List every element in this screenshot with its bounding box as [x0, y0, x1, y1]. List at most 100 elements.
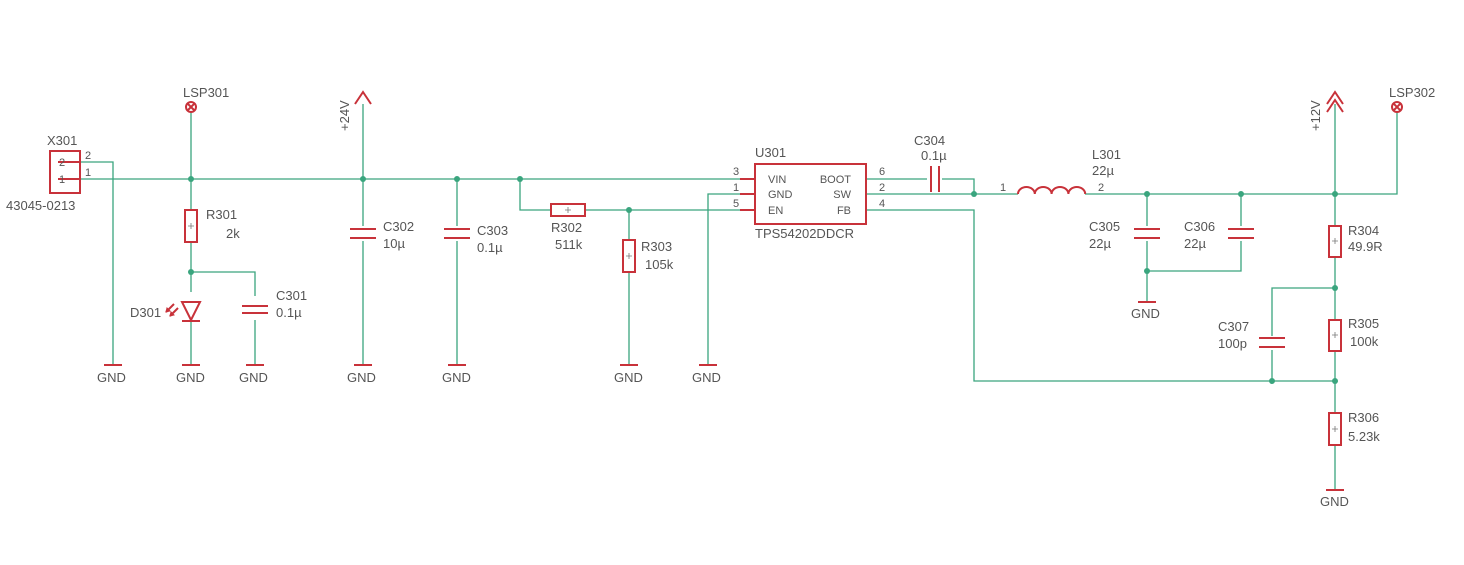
junction — [1269, 378, 1275, 384]
junction — [517, 176, 523, 182]
gnd-symbol[interactable]: GND — [347, 364, 376, 385]
origin-mark — [626, 253, 632, 259]
origin-mark — [1332, 426, 1338, 432]
gnd-symbol[interactable]: GND — [692, 364, 721, 385]
capacitor-c302[interactable]: C302 10µ — [350, 219, 414, 251]
r301-name: R301 — [206, 207, 237, 222]
connector-body — [49, 150, 81, 194]
x301-pin-label: 2 — [59, 157, 65, 169]
gnd-symbol[interactable]: GND — [442, 364, 471, 385]
origin-mark — [565, 207, 571, 213]
junction — [1144, 268, 1150, 274]
u301-name: U301 — [755, 145, 786, 160]
u301-pin-name: GND — [768, 189, 793, 201]
c302-name: C302 — [383, 219, 414, 234]
c307-name: C307 — [1218, 319, 1249, 334]
gnd-label: GND — [97, 370, 126, 385]
gnd-label: GND — [614, 370, 643, 385]
testpoint-cross — [186, 102, 196, 112]
wire-fb — [866, 209, 1335, 382]
supply-12v[interactable]: +12V — [1308, 90, 1344, 131]
capacitor-c304[interactable]: C304 0.1µ — [914, 133, 947, 192]
r303-name: R303 — [641, 239, 672, 254]
wires — [80, 104, 1398, 490]
wire-c307-top — [1271, 287, 1335, 336]
capacitor-c303[interactable]: C303 0.1µ — [444, 223, 508, 255]
origin-mark — [1332, 332, 1338, 338]
wire-to-c301 — [191, 271, 256, 296]
junction — [971, 191, 977, 197]
gnd-label: GND — [442, 370, 471, 385]
u301-pin-name: BOOT — [820, 174, 851, 186]
c305-value: 22µ — [1089, 236, 1111, 251]
gnd-label: GND — [692, 370, 721, 385]
gnd-symbol[interactable]: GND — [1320, 489, 1349, 509]
wire-vout-rail — [1085, 112, 1398, 195]
junction — [1332, 191, 1338, 197]
junction — [188, 176, 194, 182]
resistor-r301[interactable]: R301 2k — [184, 207, 240, 243]
resistor-r305[interactable]: R305 100k — [1328, 316, 1379, 352]
testpoint-lsp301[interactable]: LSP301 — [183, 85, 229, 113]
x301-part: 43045-0213 — [6, 198, 75, 213]
u301-pin-number: 4 — [879, 198, 885, 210]
resistor-r302[interactable]: R302 511k — [550, 203, 586, 252]
resistor-r304[interactable]: R304 49.9R — [1328, 223, 1383, 258]
l301-pin-number: 2 — [1098, 182, 1104, 194]
inductor-l301[interactable]: L301 22µ 1 2 — [1000, 147, 1121, 195]
l301-pin-number: 1 — [1000, 182, 1006, 194]
r302-value: 511k — [555, 237, 583, 252]
junction — [1238, 191, 1244, 197]
led-arrowhead-icon — [165, 307, 175, 317]
testpoint-lsp302[interactable]: LSP302 — [1389, 85, 1435, 113]
u301-pin-number: 3 — [733, 166, 739, 178]
gnd-symbol[interactable]: GND — [239, 364, 268, 385]
supply-24v[interactable]: +24V — [337, 90, 372, 131]
supply-arrow-icon — [354, 90, 372, 105]
resistor-r303[interactable]: R303 105k — [622, 239, 674, 273]
led-d301[interactable]: D301 — [130, 301, 202, 323]
junction — [188, 269, 194, 275]
connector-x301[interactable]: X301 43045-0213 2 1 2 1 — [6, 133, 91, 213]
gnd-symbol[interactable]: GND — [176, 364, 205, 385]
resistor-icon — [1328, 319, 1342, 352]
x301-pin-number: 2 — [85, 150, 91, 162]
gnd-label: GND — [1320, 494, 1349, 509]
capacitor-c301[interactable]: C301 0.1µ — [242, 288, 307, 320]
c304-value: 0.1µ — [921, 148, 947, 163]
gnd-symbol[interactable]: GND — [1131, 301, 1160, 321]
r304-value: 49.9R — [1348, 239, 1383, 254]
gnd-symbol[interactable]: GND — [614, 364, 643, 385]
r303-value: 105k — [645, 257, 674, 272]
origin-mark — [188, 223, 194, 229]
junction — [454, 176, 460, 182]
testpoint-icon — [1391, 101, 1403, 113]
u301-pin-name: EN — [768, 205, 783, 217]
gnd-symbol[interactable]: GND — [97, 364, 126, 385]
u301-pin-name: FB — [837, 205, 851, 217]
c301-name: C301 — [276, 288, 307, 303]
supply-12v-label: +12V — [1308, 100, 1323, 131]
c301-value: 0.1µ — [276, 305, 302, 320]
testpoint-cross — [1392, 102, 1402, 112]
capacitor-c305[interactable]: C305 22µ — [1089, 219, 1160, 251]
wire-r302-left — [519, 179, 551, 211]
resistor-r306[interactable]: R306 5.23k — [1328, 410, 1380, 446]
ic-u301[interactable]: U301 TPS54202DDCR VIN GND EN 3 1 5 BOOT … — [733, 145, 885, 241]
resistor-icon — [1328, 412, 1342, 446]
wire-c306-gnd — [1147, 241, 1242, 272]
r306-name: R306 — [1348, 410, 1379, 425]
testpoint-icon — [185, 101, 197, 113]
c304-name: C304 — [914, 133, 945, 148]
u301-pin-number: 2 — [879, 182, 885, 194]
lsp301-name: LSP301 — [183, 85, 229, 100]
junction — [1332, 285, 1338, 291]
wire-c304-sw — [942, 178, 975, 194]
capacitor-c306[interactable]: C306 22µ — [1184, 219, 1254, 251]
u301-pin-name: SW — [833, 189, 851, 201]
u301-pin-name: VIN — [768, 174, 786, 186]
capacitor-c307[interactable]: C307 100p — [1218, 319, 1285, 351]
u301-pin-number: 6 — [879, 166, 885, 178]
supply-24v-label: +24V — [337, 100, 352, 131]
l301-name: L301 — [1092, 147, 1121, 162]
